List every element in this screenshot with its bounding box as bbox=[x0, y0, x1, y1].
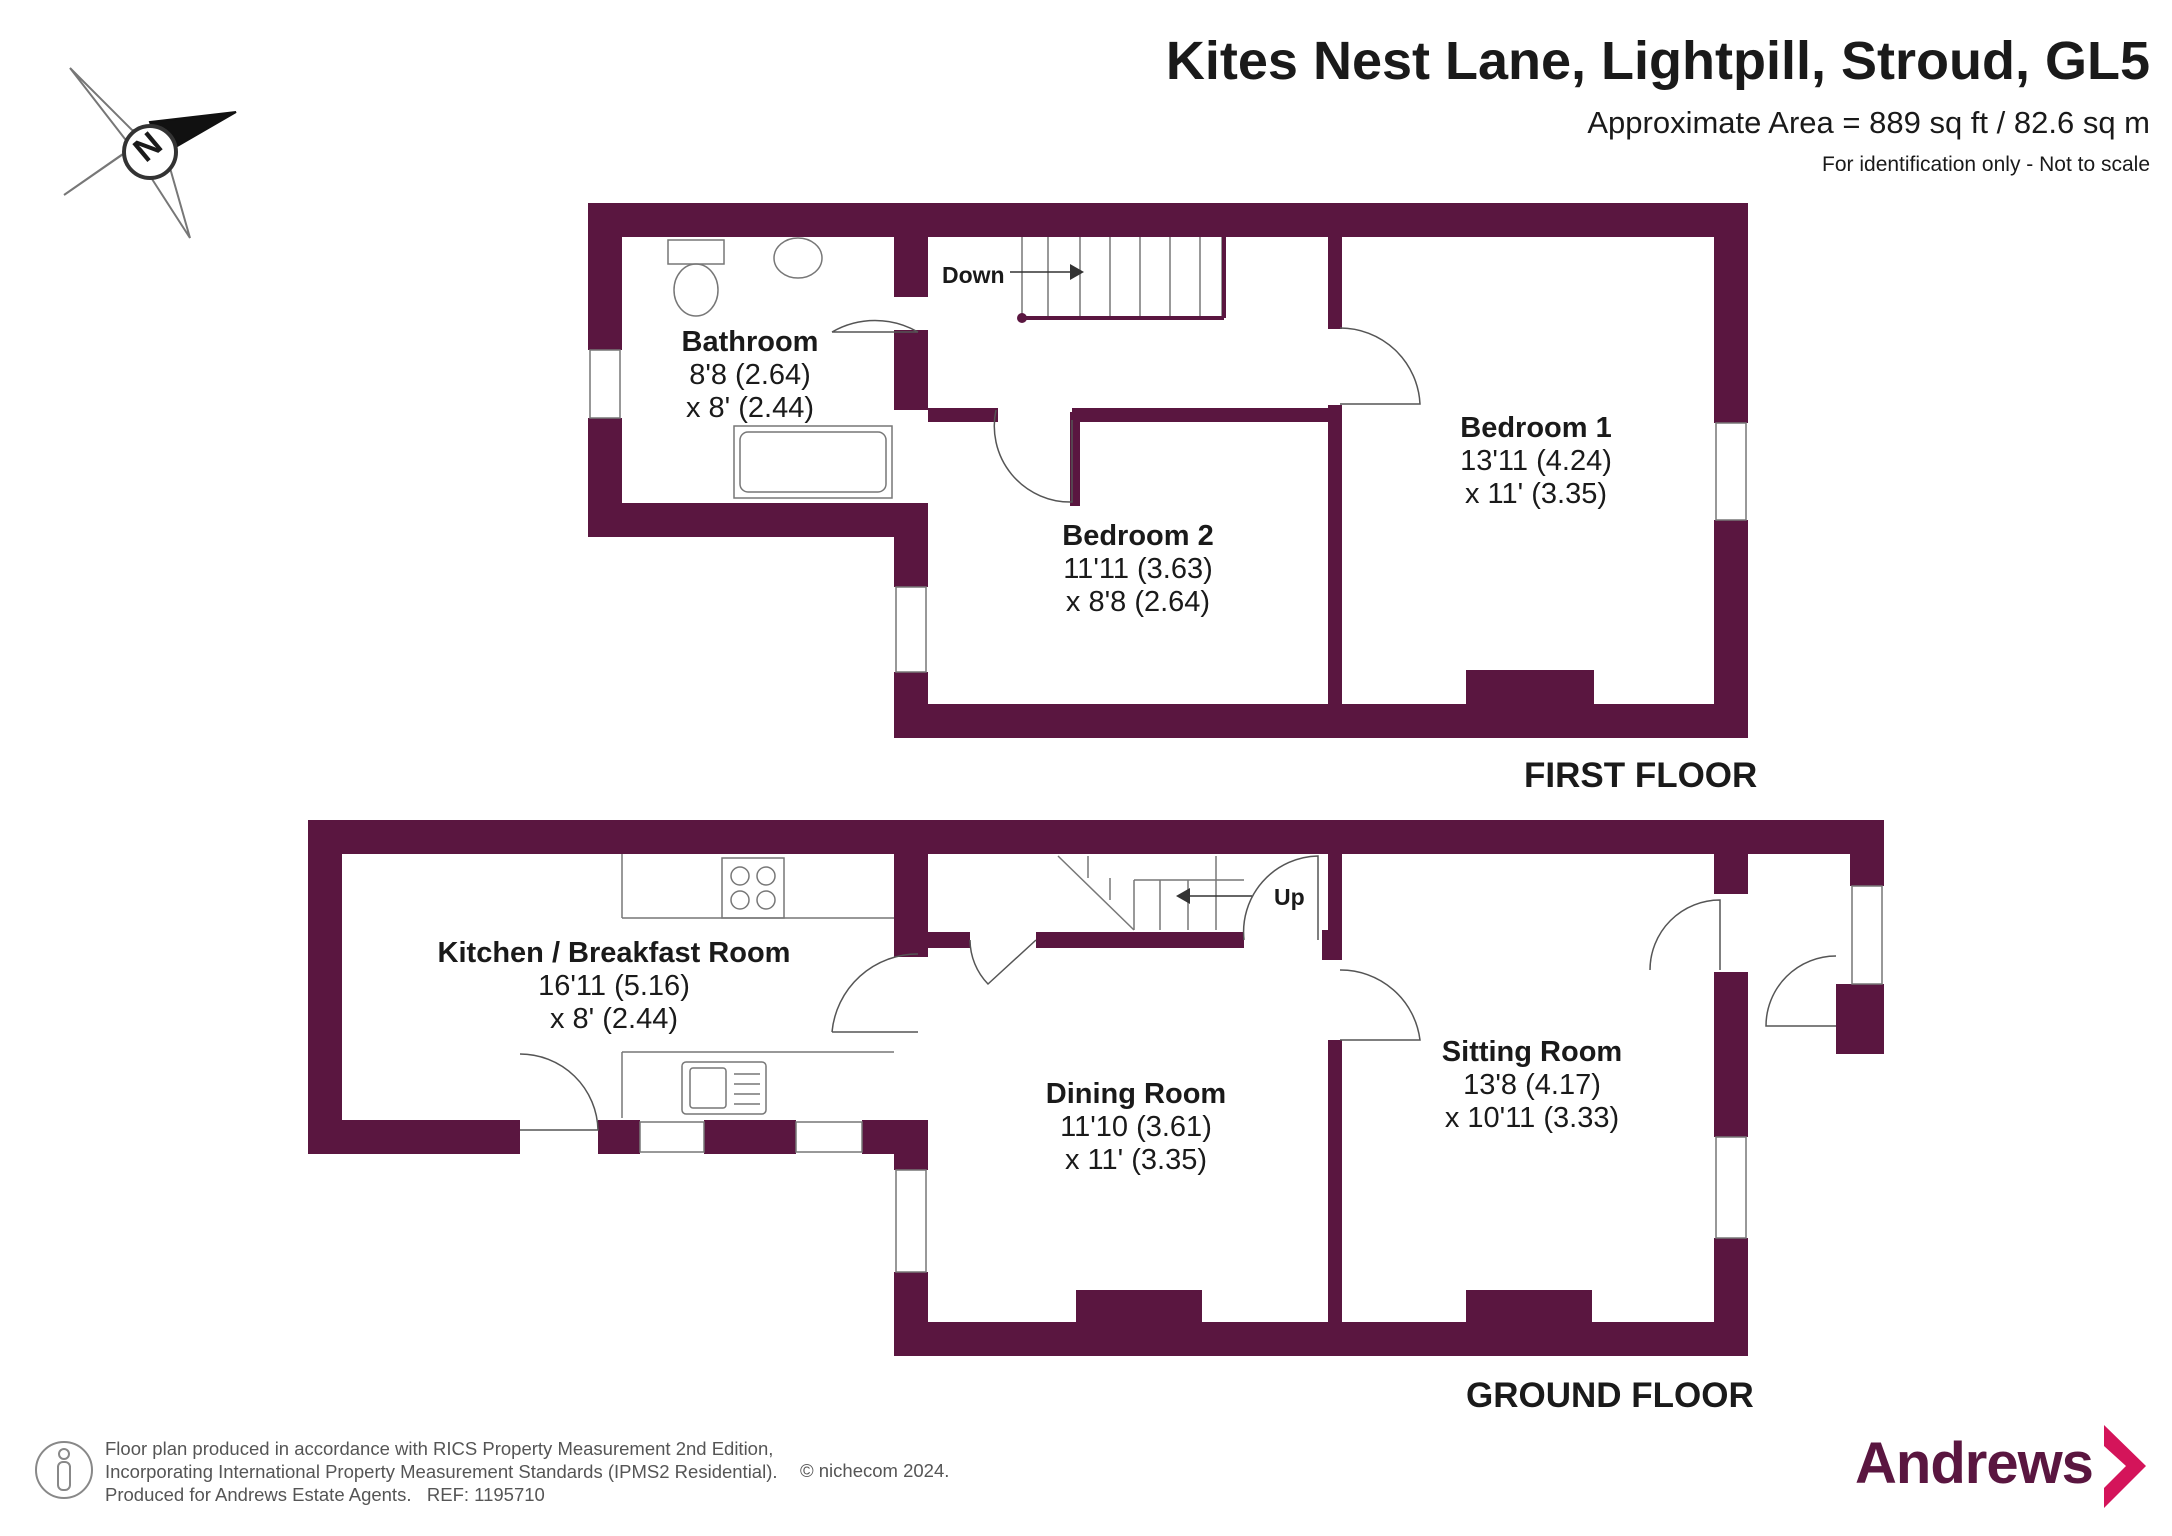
room-dimension: 11'10 (3.61) bbox=[1060, 1111, 1212, 1143]
footer-line: Floor plan produced in accordance with R… bbox=[105, 1438, 774, 1459]
person-icon bbox=[35, 1441, 93, 1499]
first-floor-windows bbox=[589, 349, 1747, 673]
room-dining: Dining Room 11'10 (3.61) x 11' (3.35) bbox=[1046, 1078, 1226, 1177]
room-dimension: 16'11 (5.16) bbox=[538, 970, 690, 1002]
room-dimension: x 11' (3.35) bbox=[1464, 478, 1607, 510]
ground-floor-walls bbox=[308, 820, 1884, 1356]
ground-floor-fixtures bbox=[519, 854, 1837, 1131]
first-floor-walls bbox=[588, 203, 1748, 738]
room-dimension: x 8' (2.44) bbox=[549, 1003, 679, 1035]
footer-line: Incorporating International Property Mea… bbox=[105, 1461, 778, 1482]
room-name: Dining Room bbox=[1045, 1078, 1227, 1110]
room-name: Bathroom bbox=[681, 326, 819, 358]
room-dimension: x 8'8 (2.64) bbox=[1065, 586, 1211, 618]
chevron-right-icon bbox=[2104, 1425, 2146, 1508]
room-name: Kitchen / Breakfast Room bbox=[437, 937, 791, 969]
stairs-up-label: Up bbox=[1274, 884, 1305, 910]
approximate-area: Approximate Area = 889 sq ft / 82.6 sq m bbox=[1587, 105, 2150, 140]
ground-floor-label: GROUND FLOOR bbox=[1466, 1376, 1754, 1415]
room-sitting: Sitting Room 13'8 (4.17) x 10'11 (3.33) bbox=[1442, 1036, 1622, 1135]
page-title: Kites Nest Lane, Lightpill, Stroud, GL5 bbox=[1165, 31, 2150, 91]
room-name: Sitting Room bbox=[1441, 1036, 1623, 1068]
room-dimension: 11'11 (3.63) bbox=[1063, 553, 1213, 585]
room-dimension: 8'8 (2.64) bbox=[689, 359, 811, 391]
ground-floor-windows bbox=[639, 885, 1883, 1273]
compass-rose-icon bbox=[63, 67, 237, 239]
stairs-down-label: Down bbox=[942, 262, 1005, 288]
room-name: Bedroom 2 bbox=[1062, 520, 1214, 552]
room-dimension: 13'11 (4.24) bbox=[1460, 445, 1612, 477]
first-floor-label: FIRST FLOOR bbox=[1524, 756, 1758, 795]
first-floor-fixtures bbox=[667, 237, 1421, 503]
room-dimension: 13'8 (4.17) bbox=[1463, 1069, 1601, 1101]
room-dimension: x 10'11 (3.33) bbox=[1444, 1102, 1620, 1134]
room-bedroom-2: Bedroom 2 11'11 (3.63) x 8'8 (2.64) bbox=[1062, 520, 1213, 619]
brand-logo-text: Andrews bbox=[1855, 1431, 2094, 1496]
scale-note: For identification only - Not to scale bbox=[1822, 153, 2150, 176]
room-name: Bedroom 1 bbox=[1460, 412, 1612, 444]
room-bedroom-1: Bedroom 1 13'11 (4.24) x 11' (3.35) bbox=[1460, 412, 1612, 511]
footer-disclaimer: Floor plan produced in accordance with R… bbox=[105, 1437, 778, 1506]
copyright-note: © nichecom 2024. bbox=[800, 1460, 950, 1481]
room-bathroom: Bathroom 8'8 (2.64) x 8' (2.44) bbox=[682, 326, 819, 425]
room-dimension: x 8' (2.44) bbox=[685, 392, 815, 424]
room-dimension: x 11' (3.35) bbox=[1064, 1144, 1208, 1176]
room-kitchen-breakfast: Kitchen / Breakfast Room 16'11 (5.16) x … bbox=[438, 937, 791, 1036]
footer-line: Produced for Andrews Estate Agents. REF:… bbox=[105, 1484, 545, 1505]
